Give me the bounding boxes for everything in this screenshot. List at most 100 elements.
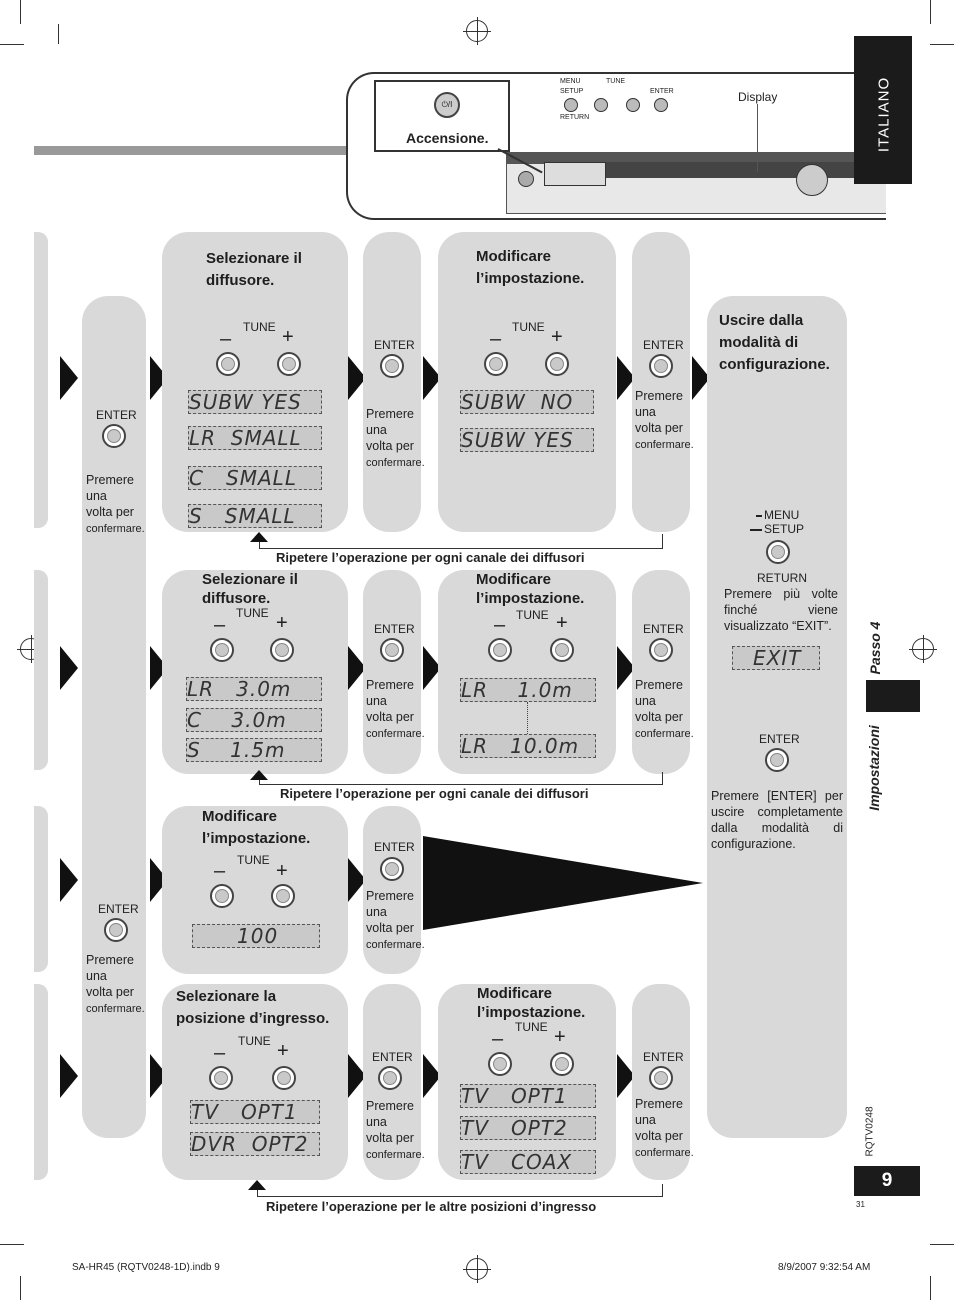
tune-minus-label: – <box>492 1028 504 1050</box>
enter-button[interactable] <box>104 918 128 942</box>
exit-panel <box>707 296 847 1138</box>
device-setup-label: SETUP <box>560 88 584 95</box>
enter-button[interactable] <box>649 1066 673 1090</box>
tune-plus-button[interactable] <box>271 884 295 908</box>
crop-mark <box>930 0 931 24</box>
display-subw-yes: SUBW YES <box>188 390 322 414</box>
crop-mark <box>930 1244 954 1245</box>
step-label: Passo 4 <box>867 621 883 675</box>
enter-button[interactable] <box>380 638 404 662</box>
flow-arrow-icon <box>423 646 441 690</box>
language-label: ITALIANO <box>875 76 893 153</box>
row4-repeat-text: Ripetere l’operazione per le altre posiz… <box>266 1199 597 1214</box>
row1-select-heading: Selezionare il diffusore. <box>206 250 302 289</box>
enter-button[interactable] <box>765 748 789 772</box>
tune-minus-label: – <box>214 614 226 636</box>
flow-arrow-icon <box>617 356 635 400</box>
tune-plus-label: + <box>551 326 563 348</box>
enter-button[interactable] <box>378 1066 402 1090</box>
tune-minus-button[interactable] <box>210 884 234 908</box>
enter-button[interactable] <box>102 424 126 448</box>
enter-label: ENTER <box>759 732 800 746</box>
tune-plus-label: + <box>554 1026 566 1048</box>
tune-label: TUNE <box>243 320 276 334</box>
display-exit: EXIT <box>732 646 820 670</box>
enter-button[interactable] <box>649 638 673 662</box>
device-return-label: RETURN <box>560 114 590 121</box>
tune-minus-label: – <box>220 328 232 350</box>
enter-label: ENTER <box>374 338 415 352</box>
tune-minus-label: – <box>214 1042 226 1064</box>
exit-return-label: RETURN <box>757 571 807 585</box>
tune-minus-button[interactable] <box>488 638 512 662</box>
flow-arrow-icon <box>617 646 635 690</box>
enter-panel <box>632 570 690 774</box>
tune-plus-button[interactable] <box>545 352 569 376</box>
tune-plus-button[interactable] <box>550 638 574 662</box>
tune-minus-label: – <box>214 860 226 882</box>
enter-button[interactable] <box>380 857 404 881</box>
enter-button[interactable] <box>380 354 404 378</box>
enter-label: ENTER <box>374 840 415 854</box>
flow-arrow-icon <box>617 1054 635 1098</box>
enter-label: ENTER <box>96 408 137 422</box>
tune-minus-button[interactable] <box>488 1052 512 1076</box>
menu-dash <box>756 515 762 517</box>
device-tune-plus-button <box>626 98 640 112</box>
flow-arrow-icon <box>60 356 78 400</box>
power-button-icon: ⏻/I <box>434 92 460 118</box>
footer-file: SA-HR45 (RQTV0248-1D).indb 9 <box>72 1262 220 1273</box>
enter-label: ENTER <box>374 622 415 636</box>
registration-mark-icon <box>463 17 491 45</box>
tune-plus-button[interactable] <box>270 638 294 662</box>
row2-select-heading: Selezionare il diffusore. <box>202 571 298 607</box>
accensione-label: Accensione. <box>406 130 489 146</box>
tune-plus-label: + <box>276 860 288 882</box>
row4-select-heading: Selezionare la posizione d’ingresso. <box>176 988 330 1027</box>
tune-label: TUNE <box>236 606 269 620</box>
display-s-1-5m: S 1.5m <box>186 738 322 762</box>
tune-minus-button[interactable] <box>209 1066 233 1090</box>
tune-plus-label: + <box>276 612 288 634</box>
display-tv-opt1: TV OPT1 <box>460 1084 596 1108</box>
exit-heading: Uscire dalla modalità di configurazione. <box>719 312 830 373</box>
tune-label: TUNE <box>515 1020 548 1034</box>
step-block <box>866 680 920 712</box>
tune-minus-button[interactable] <box>484 352 508 376</box>
row4-modify-heading: Modificare l’impostazione. <box>477 985 586 1021</box>
tune-minus-button[interactable] <box>216 352 240 376</box>
menu-setup-button[interactable] <box>766 540 790 564</box>
display-subw-yes: SUBW YES <box>460 428 594 452</box>
enter-panel <box>363 806 421 974</box>
footer-date: 8/9/2007 9:32:54 AM <box>778 1262 871 1273</box>
device-tune-minus-button <box>594 98 608 112</box>
enter-label: ENTER <box>643 338 684 352</box>
tune-plus-button[interactable] <box>272 1066 296 1090</box>
crop-mark <box>0 1244 24 1245</box>
page-number-box: 9 <box>854 1166 920 1196</box>
tune-minus-button[interactable] <box>210 638 234 662</box>
flow-arrow-icon <box>692 356 710 400</box>
exit-setup-label: SETUP <box>764 522 805 536</box>
leader-line <box>757 104 758 172</box>
enter-panel <box>363 232 421 532</box>
exit-menu-label: MENU <box>764 508 800 522</box>
enter-button[interactable] <box>649 354 673 378</box>
row2-repeat-text: Ripetere l’operazione per ogni canale de… <box>280 786 589 801</box>
tune-label: TUNE <box>512 320 545 334</box>
volume-knob <box>796 164 828 196</box>
tune-minus-label: – <box>494 614 506 636</box>
enter-label: ENTER <box>98 902 139 916</box>
tune-plus-button[interactable] <box>550 1052 574 1076</box>
tune-plus-button[interactable] <box>277 352 301 376</box>
flow-arrow-icon <box>60 1054 78 1098</box>
wedge-arrow <box>423 836 703 930</box>
small-page-number: 31 <box>856 1200 865 1209</box>
crop-mark <box>0 44 24 45</box>
display-lr-1m: LR 1.0m <box>460 678 596 702</box>
exit-press-text: Premere più volte finché viene visualizz… <box>724 587 838 633</box>
